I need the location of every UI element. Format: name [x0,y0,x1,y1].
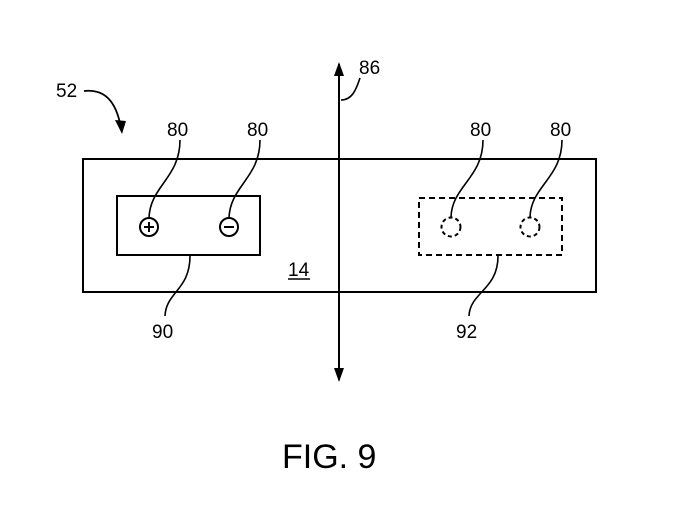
second-port-outline [418,197,563,256]
first-port-leader [164,255,191,317]
terminal-leader-1 [148,139,181,219]
hidden-terminal-2 [519,216,541,238]
terminal-leader-4 [529,139,563,218]
axis-arrow-up [334,62,344,76]
body-ref-label: 14 [288,260,310,281]
second-port-ref-label: 92 [456,322,477,343]
positive-terminal [139,217,159,237]
hidden-terminal-1 [440,216,462,238]
terminal-ref-label-4: 80 [550,120,571,141]
figure-caption: FIG. 9 [282,438,376,476]
assembly-ref-label: 52 [56,81,77,102]
axis-leader [340,77,361,101]
terminal-ref-label-1: 80 [167,120,188,141]
terminal-leader-3 [450,139,484,218]
terminal-ref-label-3: 80 [470,120,491,141]
negative-terminal [219,217,239,237]
first-port-outline [116,195,261,256]
assembly-arrowhead [115,120,126,134]
axis-arrow-down [334,368,344,382]
second-port-leader [468,255,499,317]
terminal-leader-2 [228,139,261,219]
assembly-arrow [83,89,122,129]
terminal-ref-label-2: 80 [247,120,268,141]
first-port-ref-label: 90 [152,322,173,343]
axis-ref-label: 86 [359,58,380,79]
